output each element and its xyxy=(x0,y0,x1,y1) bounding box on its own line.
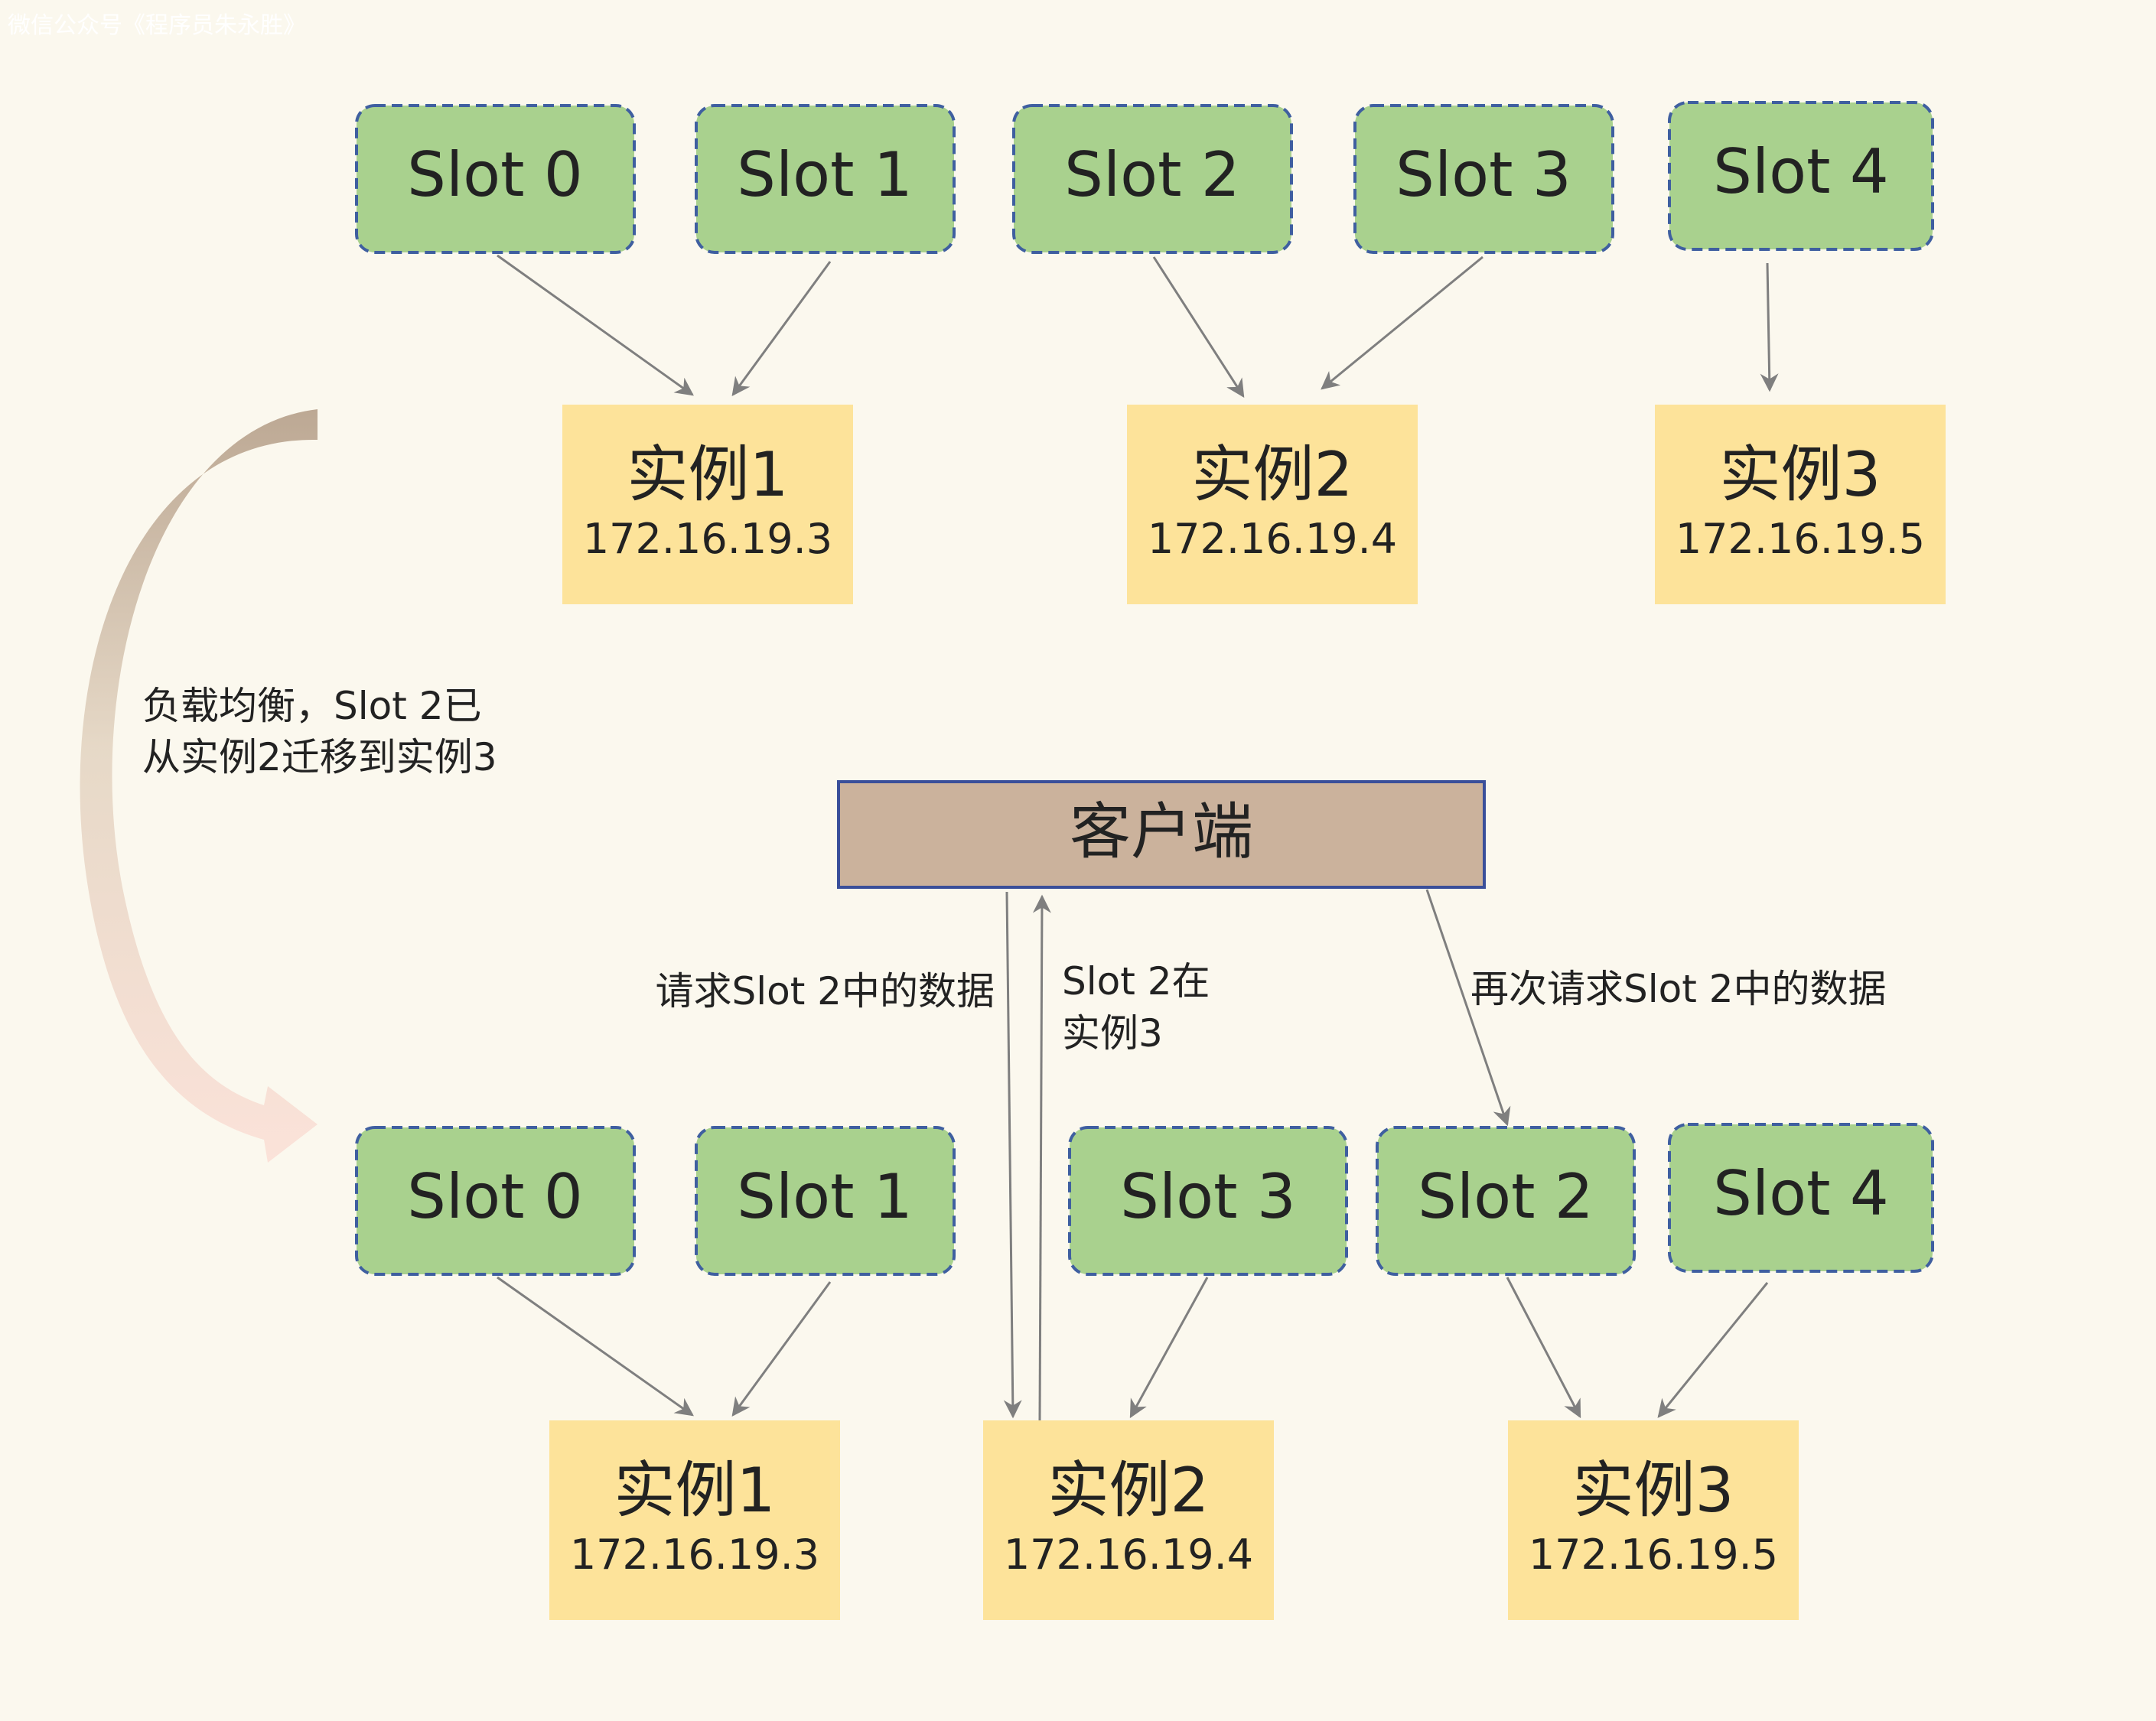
before-slot-2-label: Slot 2 xyxy=(1064,139,1240,210)
after-slot-4: Slot 4 xyxy=(1668,1123,1934,1273)
client-box: 客户端 xyxy=(837,780,1486,889)
after-instance-3-name: 实例3 xyxy=(1573,1455,1734,1526)
after-instance-2: 实例2 172.16.19.4 xyxy=(983,1420,1274,1620)
arrow-after-slot2-to-instance3 xyxy=(1506,1277,1581,1419)
before-slot-3: Slot 3 xyxy=(1353,104,1614,254)
before-slot-2: Slot 2 xyxy=(1012,104,1293,254)
second-request-label: 再次请求Slot 2中的数据 xyxy=(1470,967,1887,1011)
arrow-before-slot0-to-instance1 xyxy=(497,254,694,396)
after-slot-1-label: Slot 1 xyxy=(737,1161,913,1232)
before-instance-2: 实例2 172.16.19.4 xyxy=(1127,405,1418,604)
arrow-after-slot3-to-instance2 xyxy=(1129,1277,1209,1419)
before-slot-1-label: Slot 1 xyxy=(737,139,913,210)
before-slot-4: Slot 4 xyxy=(1668,101,1934,251)
before-slot-0-label: Slot 0 xyxy=(407,139,583,210)
before-mapping-arrows xyxy=(497,254,1779,399)
client-label: 客户端 xyxy=(1070,796,1253,867)
arrow-after-slot0-to-instance1 xyxy=(497,1276,694,1417)
after-slot-4-label: Slot 4 xyxy=(1713,1158,1889,1229)
arrow-redirect-reply xyxy=(1032,894,1051,1422)
after-instance-2-ip: 172.16.19.4 xyxy=(1004,1531,1253,1579)
before-instance-2-ip: 172.16.19.4 xyxy=(1148,515,1397,563)
arrow-after-slot1-to-instance1 xyxy=(731,1281,832,1417)
before-slot-0: Slot 0 xyxy=(355,104,636,254)
after-slot-2: Slot 2 xyxy=(1376,1126,1636,1276)
after-slot-1: Slot 1 xyxy=(695,1126,956,1276)
arrow-before-slot1-to-instance1 xyxy=(731,261,832,396)
reply-label-line1: Slot 2在 xyxy=(1062,959,1210,1004)
before-instance-3-ip: 172.16.19.5 xyxy=(1676,515,1925,563)
migration-note-line1: 负载均衡，Slot 2已 xyxy=(142,684,482,728)
after-mapping-arrows xyxy=(497,1276,1769,1419)
client-arrows xyxy=(1003,889,1511,1422)
before-instance-1-name: 实例1 xyxy=(627,439,789,510)
before-instance-3: 实例3 172.16.19.5 xyxy=(1655,405,1946,604)
after-instance-3-ip: 172.16.19.5 xyxy=(1529,1531,1778,1579)
arrow-after-slot4-to-instance3 xyxy=(1657,1282,1769,1418)
arrow-before-slot2-to-instance2 xyxy=(1152,256,1245,399)
after-instance-1: 实例1 172.16.19.3 xyxy=(549,1420,840,1620)
before-instance-2-name: 实例2 xyxy=(1192,439,1353,510)
before-slot-4-label: Slot 4 xyxy=(1713,136,1889,207)
after-instance-2-name: 实例2 xyxy=(1048,1455,1210,1526)
migration-note-line2: 从实例2迁移到实例3 xyxy=(142,735,497,779)
arrow-before-slot4-to-instance3 xyxy=(1760,262,1779,392)
arrow-before-slot3-to-instance2 xyxy=(1321,255,1483,390)
after-slot-0: Slot 0 xyxy=(355,1126,636,1276)
after-slot-3: Slot 3 xyxy=(1068,1126,1348,1276)
before-instance-1-ip: 172.16.19.3 xyxy=(583,515,832,563)
after-slot-2-label: Slot 2 xyxy=(1418,1161,1594,1232)
after-slot-0-label: Slot 0 xyxy=(407,1161,583,1232)
migration-arrow xyxy=(80,409,318,1163)
before-slot-1: Slot 1 xyxy=(695,104,956,254)
first-request-label: 请求Slot 2中的数据 xyxy=(655,969,995,1013)
after-instance-3: 实例3 172.16.19.5 xyxy=(1508,1420,1799,1620)
before-instance-3-name: 实例3 xyxy=(1720,439,1881,510)
after-slot-3-label: Slot 3 xyxy=(1120,1161,1296,1232)
after-instance-1-ip: 172.16.19.3 xyxy=(570,1531,819,1579)
after-instance-1-name: 实例1 xyxy=(614,1455,776,1526)
arrow-first-request xyxy=(1003,891,1022,1419)
before-slot-3-label: Slot 3 xyxy=(1396,139,1571,210)
before-instance-1: 实例1 172.16.19.3 xyxy=(562,405,853,604)
watermark: 微信公众号《程序员朱永胜》 xyxy=(8,12,306,39)
reply-label-line2: 实例3 xyxy=(1062,1011,1163,1056)
arrow-second-request xyxy=(1425,889,1511,1127)
